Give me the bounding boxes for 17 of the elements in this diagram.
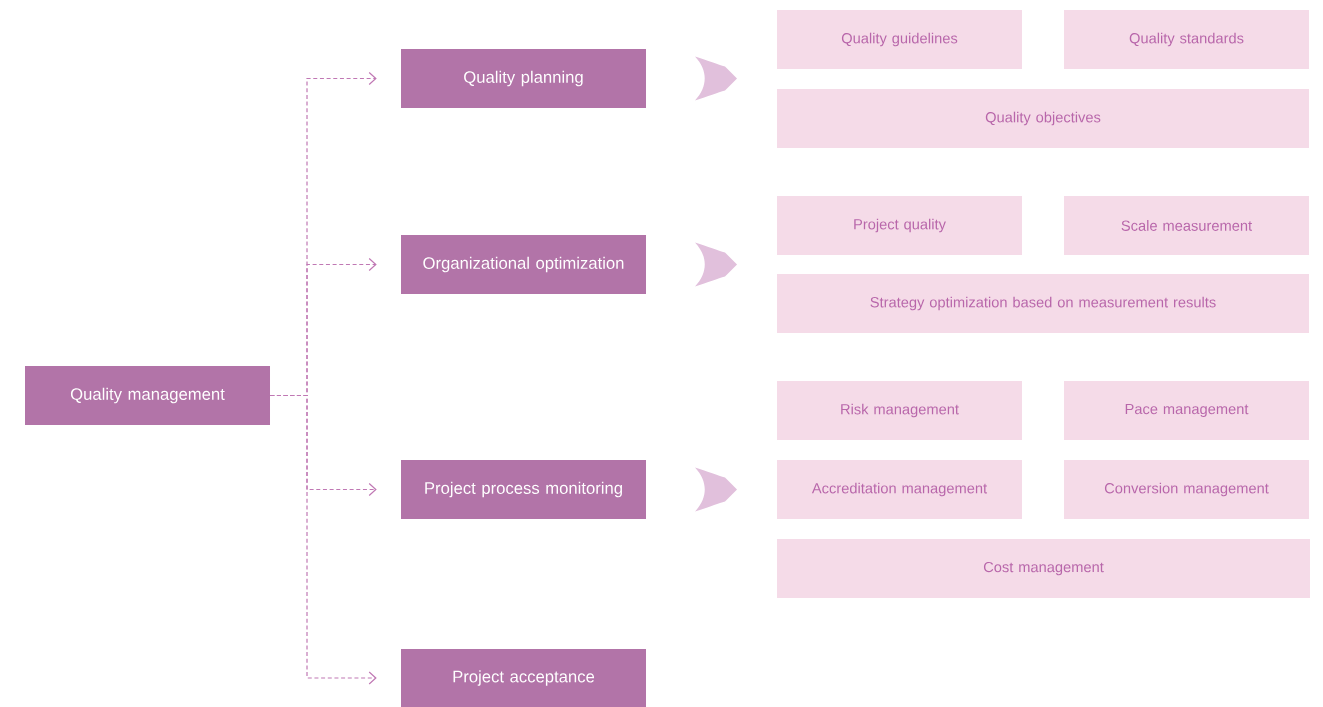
- item-box: Pace management: [1064, 381, 1309, 440]
- arrow: [269, 394, 377, 685]
- item-box: Quality standards: [1064, 10, 1309, 69]
- item-box: Quality objectives: [777, 89, 1309, 148]
- item-box: Cost management: [777, 539, 1310, 598]
- item-box: Risk management: [777, 381, 1022, 440]
- category-box: Quality planning: [401, 49, 646, 108]
- item-box: Project quality: [777, 196, 1022, 255]
- category-box: Organizational optimization: [401, 235, 646, 294]
- item-box: Conversion management: [1064, 460, 1309, 519]
- category-box: Project process monitoring: [401, 460, 646, 519]
- item-box: Quality guidelines: [777, 10, 1022, 69]
- category-box: Project acceptance: [401, 649, 646, 707]
- category-box: Quality management: [25, 366, 270, 425]
- item-box: Strategy optimization based on measurement results: [777, 274, 1309, 333]
- item-box: Accreditation management: [777, 460, 1022, 519]
- item-box: Scale measurement: [1064, 196, 1309, 255]
